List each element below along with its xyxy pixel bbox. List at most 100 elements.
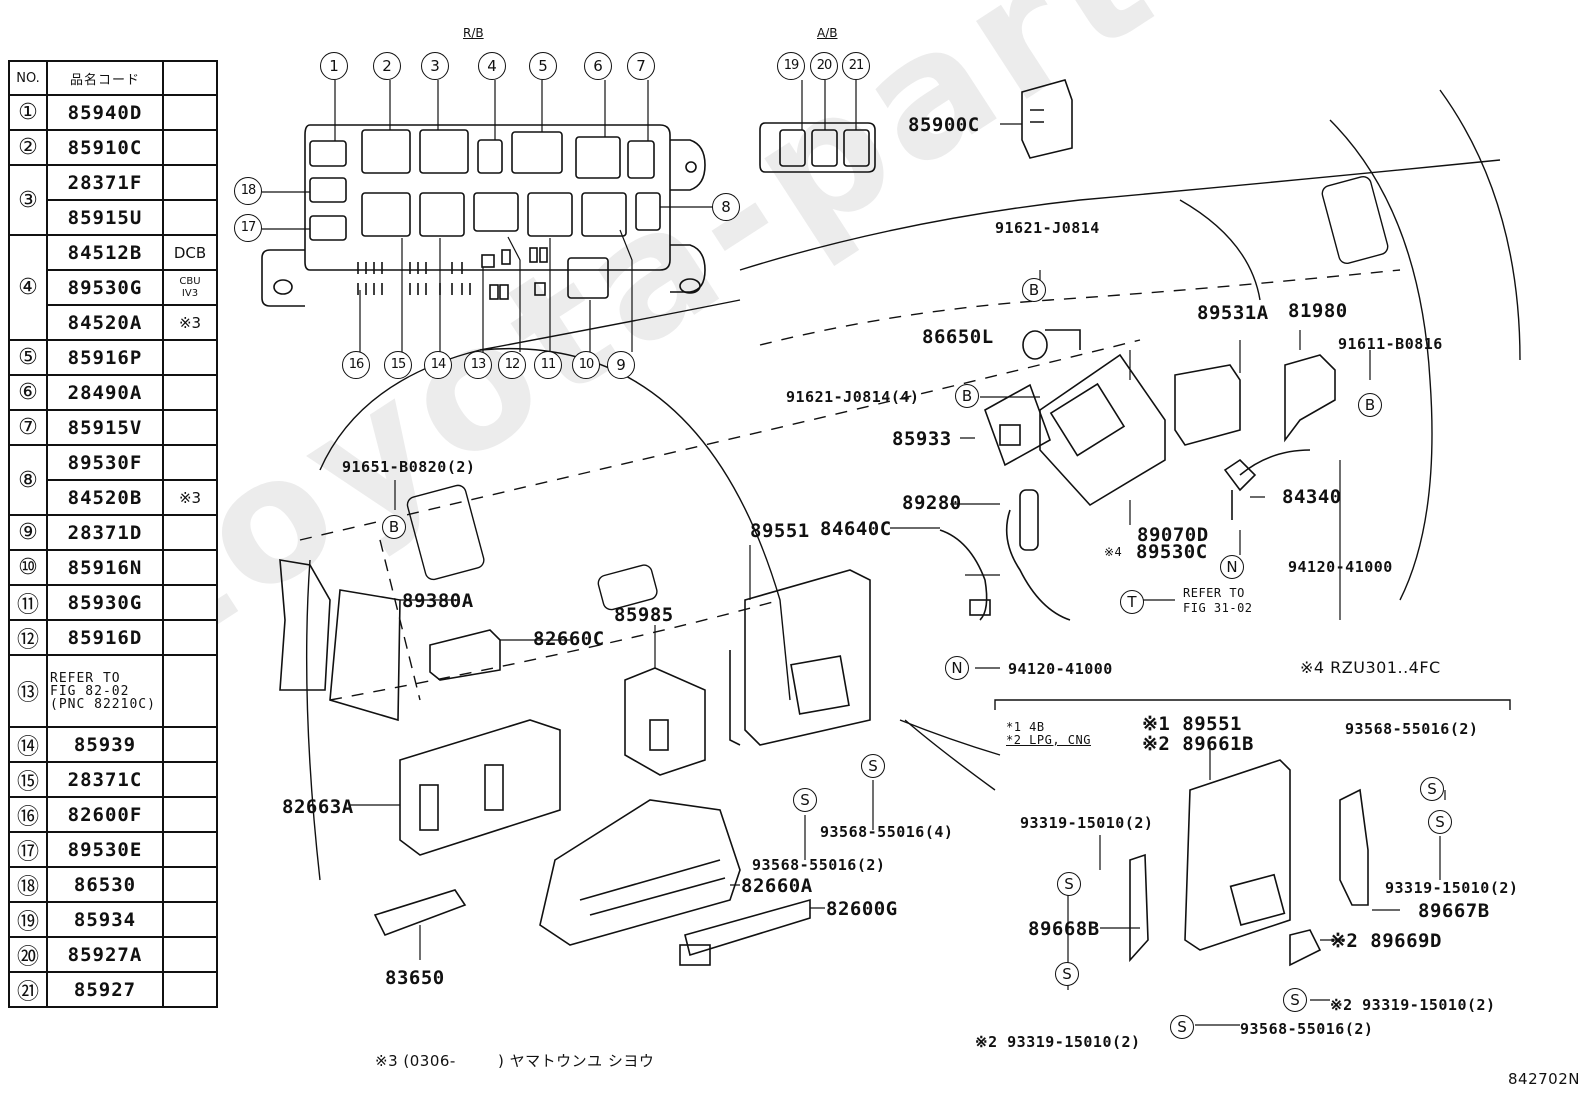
label-inset-93568-55016-2-top[interactable]: 93568-55016(2) <box>1345 720 1479 738</box>
part-code[interactable]: 28490A <box>46 374 164 411</box>
label-82660C[interactable]: 82660C <box>533 628 605 650</box>
component-82663A <box>399 719 561 856</box>
part-code[interactable]: 85927 <box>46 971 164 1008</box>
label-inset-89661B[interactable]: ※2 89661B <box>1142 733 1254 755</box>
part-code[interactable]: 86530 <box>46 866 164 903</box>
component-85933 <box>984 383 1051 467</box>
label-89531A[interactable]: 89531A <box>1197 302 1269 324</box>
label-inset-93319-15010-2-right[interactable]: 93319-15010(2) <box>1385 879 1519 897</box>
label-inset-93319-15010-2-left[interactable]: 93319-15010(2) <box>1020 814 1154 832</box>
part-code[interactable]: 85934 <box>46 901 164 938</box>
part-code[interactable]: 85939 <box>46 726 164 763</box>
part-code[interactable]: REFER TO FIG 82-02 (PNC 82210C) <box>46 654 164 728</box>
label-94120-41000-left[interactable]: 94120-41000 <box>1008 660 1113 678</box>
label-93568-55016-4[interactable]: 93568-55016(4) <box>820 823 954 841</box>
label-91621-J0814-4[interactable]: 91621-J0814(4) <box>786 388 920 406</box>
part-code[interactable]: 82600F <box>46 796 164 833</box>
label-89380A[interactable]: 89380A <box>402 590 474 612</box>
component-89551 <box>729 569 871 746</box>
part-code[interactable]: 89530F <box>46 444 164 481</box>
parts-table-header: NO.品名コード <box>8 60 218 96</box>
part-note <box>162 94 218 131</box>
label-inset-89551[interactable]: ※1 89551 <box>1142 713 1242 735</box>
label-89530C[interactable]: 89530C <box>1136 541 1208 563</box>
label-83650[interactable]: 83650 <box>385 967 445 989</box>
callout-5: 5 <box>529 52 557 80</box>
part-code[interactable]: 84512B <box>46 234 164 271</box>
label-86650L[interactable]: 86650L <box>922 326 994 348</box>
label-82660A[interactable]: 82660A <box>741 875 813 897</box>
label-85985[interactable]: 85985 <box>614 604 674 626</box>
label-93568-55016-2[interactable]: 93568-55016(2) <box>752 856 886 874</box>
label-inset-89667B[interactable]: 89667B <box>1418 900 1490 922</box>
table-row[interactable]: 84520B※3 <box>9 479 218 516</box>
relay-block-ab-outline <box>759 80 876 173</box>
part-code[interactable]: 84520A <box>46 304 164 341</box>
label-89070D[interactable]: 89070D <box>1137 524 1209 546</box>
label-82663A[interactable]: 82663A <box>282 796 354 818</box>
part-code[interactable]: 89530E <box>46 831 164 868</box>
table-row[interactable]: 84520A※3 <box>9 304 218 341</box>
label-82600G[interactable]: 82600G <box>826 898 898 920</box>
part-code[interactable]: 85915U <box>46 199 164 236</box>
label-inset-93319-15010-2-bottom[interactable]: ※2 93319-15010(2) <box>975 1033 1141 1051</box>
part-code[interactable]: 85916P <box>46 339 164 376</box>
label-91621-J0814[interactable]: 91621-J0814 <box>995 219 1100 237</box>
label-94120-41000-right[interactable]: 94120-41000 <box>1288 558 1393 576</box>
label-inset-89668B[interactable]: 89668B <box>1028 918 1100 940</box>
label-inset-93319-15010-2-mid[interactable]: ※2 93319-15010(2) <box>1330 996 1496 1014</box>
part-code[interactable]: 89530G <box>46 269 164 306</box>
label-91611-B0816[interactable]: 91611-B0816 <box>1338 335 1443 353</box>
part-code[interactable]: 85927A <box>46 936 164 973</box>
part-code[interactable]: 28371D <box>46 514 164 551</box>
label-89551[interactable]: 89551 <box>750 520 810 542</box>
part-code[interactable]: 85910C <box>46 129 164 166</box>
label-89280[interactable]: 89280 <box>902 492 962 514</box>
label-84640C[interactable]: 84640C <box>820 518 892 540</box>
component-89531A <box>1174 364 1241 446</box>
rb-leaders <box>262 80 715 352</box>
label-85900C[interactable]: 85900C <box>908 114 980 136</box>
part-code[interactable]: 85915V <box>46 409 164 446</box>
part-code[interactable]: 84520B <box>46 479 164 516</box>
header-cell: 品名コード <box>46 60 164 96</box>
label-inset-89669D[interactable]: ※2 89669D <box>1330 930 1442 952</box>
screw-symbol-icon: S <box>793 788 817 812</box>
part-code[interactable]: 85940D <box>46 94 164 131</box>
label-81980[interactable]: 81980 <box>1288 300 1348 322</box>
part-code[interactable]: 28371F <box>46 164 164 201</box>
refer-fig-31-02[interactable]: REFER TO FIG 31-02 <box>1183 586 1253 615</box>
table-row[interactable]: 85915U <box>9 199 218 236</box>
part-code[interactable]: 28371C <box>46 761 164 798</box>
part-code[interactable]: 85916D <box>46 619 164 656</box>
label-91651-B0820-2[interactable]: 91651-B0820(2) <box>342 458 476 476</box>
label-inset-93568-55016-2-bottom[interactable]: 93568-55016(2) <box>1240 1020 1374 1038</box>
label-84340[interactable]: 84340 <box>1282 486 1342 508</box>
part-note <box>162 654 218 728</box>
part-code[interactable]: 85930G <box>46 584 164 621</box>
label-85933[interactable]: 85933 <box>892 428 952 450</box>
part-code[interactable]: 85916N <box>46 549 164 586</box>
